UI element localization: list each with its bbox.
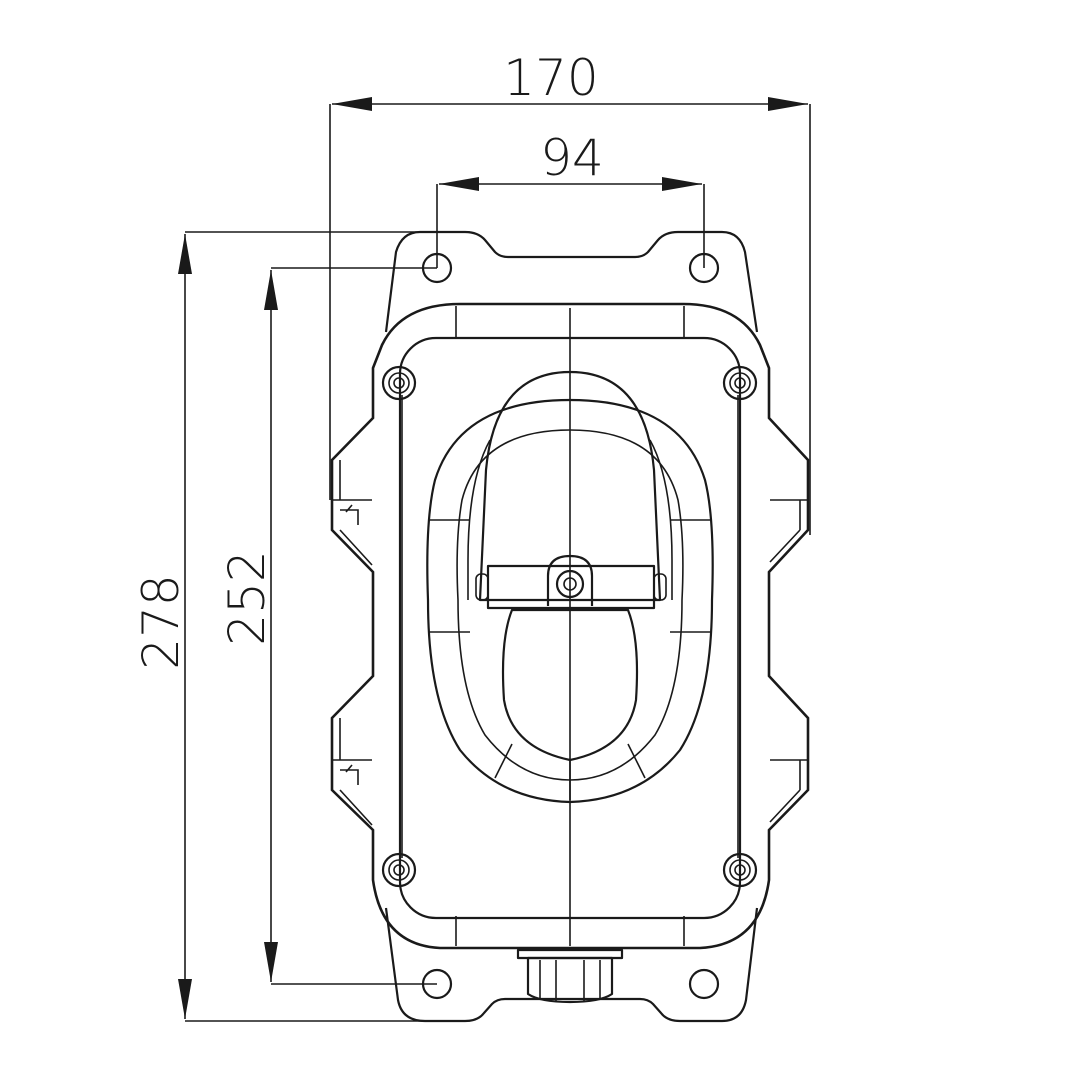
mounting-hole-bottom-left <box>421 968 453 1000</box>
bolt-bottom-right <box>722 852 758 888</box>
mounting-hole-top-right <box>688 252 720 284</box>
dimension-label-bolt-spacing-height: 252 <box>218 550 276 645</box>
housing-body <box>330 302 810 950</box>
dimension-overall-width: 170 <box>329 49 811 535</box>
corner-bolts <box>381 365 758 888</box>
dimension-bolt-spacing-width: 94 <box>436 129 705 268</box>
dimension-label-overall-height: 278 <box>132 574 190 669</box>
mounting-hole-bottom-right <box>688 968 720 1000</box>
dimension-label-bolt-spacing-width: 94 <box>540 129 604 187</box>
cable-gland <box>516 948 624 1004</box>
bolt-top-right <box>722 365 758 401</box>
reflector <box>426 370 714 804</box>
dimension-overall-height: 278 <box>132 231 470 1022</box>
mounting-hole-top-left <box>421 252 453 284</box>
mounting-plate <box>384 230 759 1023</box>
dimension-bolt-spacing-height: 252 <box>218 267 437 985</box>
bolt-top-left <box>381 365 417 401</box>
dimension-label-overall-width: 170 <box>503 49 598 107</box>
bolt-bottom-left <box>381 852 417 888</box>
